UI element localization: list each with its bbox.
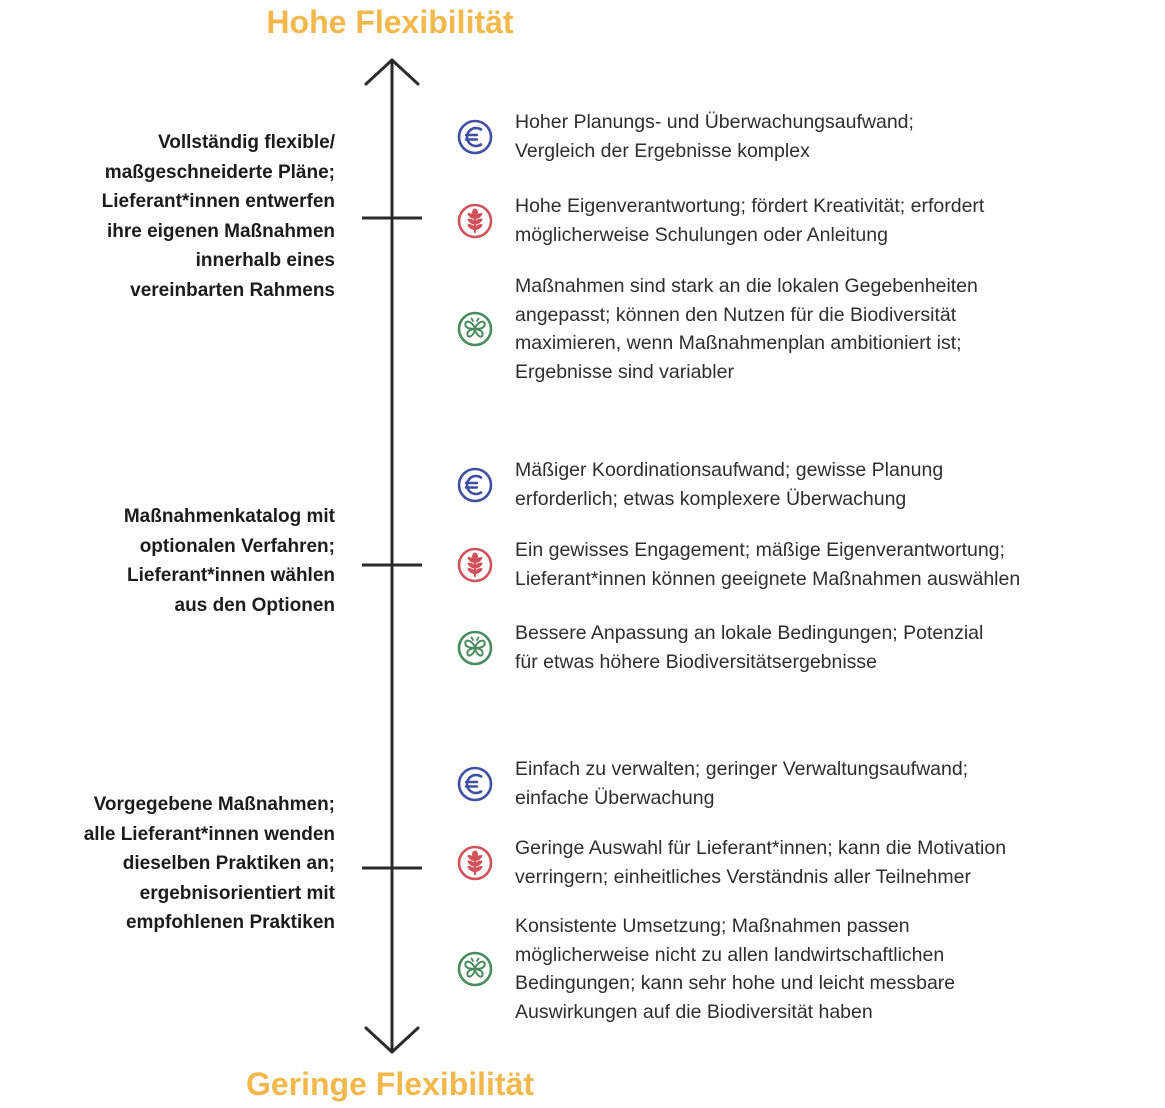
label-line: empfohlenen Praktiken xyxy=(125,912,335,933)
wheat-icon xyxy=(455,545,495,585)
item-line: Bessere Anpassung an lokale Bedingungen;… xyxy=(515,622,984,644)
item-text: Maßnahmen sind stark an die lokalen Gege… xyxy=(515,272,978,386)
label-line: optionalen Verfahren; xyxy=(139,535,335,557)
label-line: Vorgegebene Maßnahmen; xyxy=(93,794,335,815)
item-line: erforderlich; etwas komplexere Überwachu… xyxy=(515,487,907,510)
item-line: angepasst; können den Nutzen für die Bio… xyxy=(515,303,957,326)
item-line: Maßnahmen sind stark an die lokalen Gege… xyxy=(515,275,978,297)
item-line: verringern; einheitliches Verständnis al… xyxy=(515,865,971,888)
item-line: Bedingungen; kann sehr hohe und leicht m… xyxy=(515,972,956,994)
butterfly-icon xyxy=(455,949,495,989)
item-text: Geringe Auswahl für Lieferant*innen; kan… xyxy=(515,834,1006,891)
label-line: ergebnisorientiert mit xyxy=(139,882,335,904)
euro-icon xyxy=(455,465,495,505)
label-line: maßgeschneiderte Pläne; xyxy=(104,161,335,183)
label-line: Maßnahmenkatalog mit xyxy=(123,506,335,527)
butterfly-icon xyxy=(455,309,495,349)
item-low-biodiversity: Konsistente Umsetzung; Maßnahmen passen … xyxy=(455,912,1165,1026)
item-line: Lieferant*innen können geeignete Maßnahm… xyxy=(515,567,1021,590)
item-line: einfache Überwachung xyxy=(515,786,715,809)
item-line: Hoher Planungs- und Überwachungsaufwand; xyxy=(515,111,914,133)
axis-arrow-up xyxy=(364,58,420,86)
item-line: Ein gewisses Engagement; mäßige Eigenver… xyxy=(515,539,1005,561)
item-medium-responsibility: Ein gewisses Engagement; mäßige Eigenver… xyxy=(455,536,1165,593)
item-line: Mäßiger Koordinationsaufwand; gewisse Pl… xyxy=(515,459,944,481)
item-text: Hohe Eigenverantwortung; fördert Kreativ… xyxy=(515,192,984,249)
item-high-responsibility: Hohe Eigenverantwortung; fördert Kreativ… xyxy=(455,192,1165,249)
item-text: Mäßiger Koordinationsaufwand; gewisse Pl… xyxy=(515,456,943,513)
top-title: Hohe Flexibilität xyxy=(266,4,514,40)
item-high-effort: Hoher Planungs- und Überwachungsaufwand;… xyxy=(455,108,1165,165)
item-line: möglicherweise nicht zu allen landwirtsc… xyxy=(515,943,945,966)
item-line: möglicherweise Schulungen oder Anleitung xyxy=(515,223,888,246)
item-low-effort: Einfach zu verwalten; geringer Verwaltun… xyxy=(455,755,1165,812)
item-line: für etwas höhere Biodiversitätsergebniss… xyxy=(515,650,878,673)
bottom-title: Geringe Flexibilität xyxy=(245,1066,535,1102)
label-line: innerhalb eines xyxy=(195,250,335,271)
label-line: ihre eigenen Maßnahmen xyxy=(106,220,335,242)
item-low-responsibility: Geringe Auswahl für Lieferant*innen; kan… xyxy=(455,834,1165,891)
label-line: Lieferant*innen wählen xyxy=(127,565,335,586)
wheat-icon xyxy=(455,201,495,241)
level-label-high: Vollständig flexible/ maßgeschneiderte P… xyxy=(5,128,335,305)
item-medium-biodiversity: Bessere Anpassung an lokale Bedingungen;… xyxy=(455,619,1165,676)
item-line: Geringe Auswahl für Lieferant*innen; kan… xyxy=(515,837,1007,859)
item-medium-effort: Mäßiger Koordinationsaufwand; gewisse Pl… xyxy=(455,456,1165,513)
wheat-icon xyxy=(455,843,495,883)
item-line: Auswirkungen auf die Biodiversität haben xyxy=(515,1000,873,1023)
item-line: Einfach zu verwalten; geringer Verwaltun… xyxy=(515,758,969,780)
label-line: Vollständig flexible/ xyxy=(157,132,335,153)
level-label-medium: Maßnahmenkatalog mit optionalen Verfahre… xyxy=(5,502,335,620)
euro-icon xyxy=(455,117,495,157)
item-text: Konsistente Umsetzung; Maßnahmen passen … xyxy=(515,912,955,1026)
level-label-low: Vorgegebene Maßnahmen; alle Lieferant*in… xyxy=(5,790,335,938)
euro-icon xyxy=(455,764,495,804)
item-line: Hohe Eigenverantwortung; fördert Kreativ… xyxy=(515,195,985,217)
label-line: alle Lieferant*innen wenden xyxy=(83,823,335,845)
item-high-biodiversity: Maßnahmen sind stark an die lokalen Gege… xyxy=(455,272,1165,386)
item-line: Konsistente Umsetzung; Maßnahmen passen xyxy=(515,915,910,937)
item-text: Ein gewisses Engagement; mäßige Eigenver… xyxy=(515,536,1020,593)
item-text: Bessere Anpassung an lokale Bedingungen;… xyxy=(515,619,983,676)
label-line: vereinbarten Rahmens xyxy=(130,279,335,301)
axis-arrow-down xyxy=(364,1026,420,1054)
item-line: Vergleich der Ergebnisse komplex xyxy=(515,139,810,162)
label-line: Lieferant*innen entwerfen xyxy=(101,191,335,212)
label-line: dieselben Praktiken an; xyxy=(122,853,335,874)
item-line: maximieren, wenn Maßnahmenplan ambitioni… xyxy=(515,332,962,354)
item-line: Ergebnisse sind variabler xyxy=(515,360,734,383)
item-text: Einfach zu verwalten; geringer Verwaltun… xyxy=(515,755,968,812)
label-line: aus den Optionen xyxy=(174,594,335,616)
item-text: Hoher Planungs- und Überwachungsaufwand;… xyxy=(515,108,914,165)
butterfly-icon xyxy=(455,628,495,668)
